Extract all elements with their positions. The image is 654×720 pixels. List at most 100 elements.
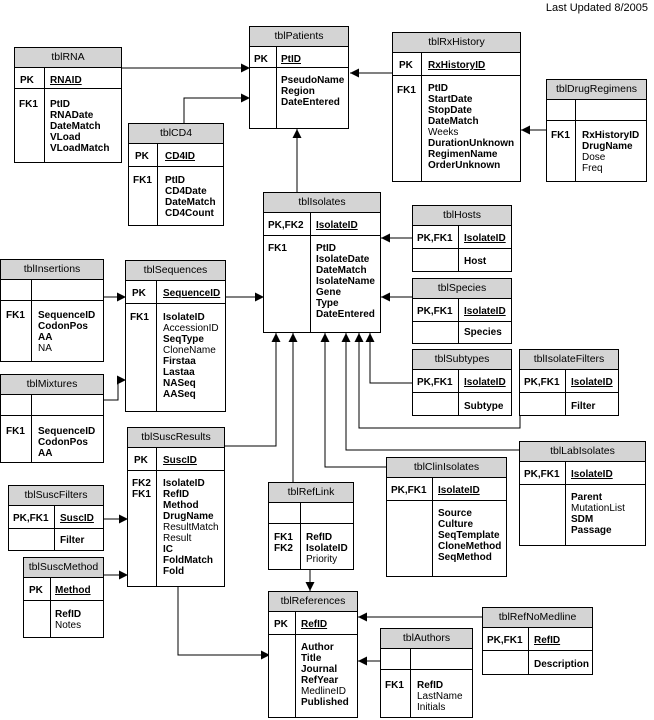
field-dateentered: DateEntered (281, 97, 340, 108)
table-title: tblSuscResults (128, 428, 224, 448)
field-culture: Culture (438, 519, 473, 530)
last-updated-label: Last Updated 8/2005 (545, 2, 648, 14)
key-section (269, 612, 357, 635)
pk-field: RxHistoryID (428, 60, 486, 71)
field-ptid: PtID (165, 175, 185, 186)
pk-tag: PK (134, 455, 148, 466)
pk-field: IsolateID (316, 220, 358, 231)
table-title: tblIsolates (264, 193, 380, 213)
pk-field: IsolateID (464, 377, 506, 388)
key-section (413, 226, 511, 249)
table-title: tblPatients (250, 27, 348, 47)
pk-tag: PK,FK1 (417, 377, 453, 388)
pk-field: RefID (534, 635, 561, 646)
field-mutationlist: MutationList (571, 503, 625, 514)
key-section (520, 370, 618, 393)
field-vloadmatch: VLoadMatch (50, 143, 110, 154)
field-type: Type (316, 298, 339, 309)
key-section (126, 281, 225, 304)
field-stopdate: StopDate (428, 105, 472, 116)
field-sequenceid: SequenceID (38, 426, 96, 437)
key-section (483, 628, 592, 651)
field-priority: Priority (306, 554, 338, 565)
key-section (413, 370, 511, 393)
pk-tag: PK,FK1 (417, 306, 453, 317)
field-isolatename: IsolateName (316, 276, 375, 287)
pk-tag: PK (254, 54, 268, 65)
field-source: Source (438, 508, 472, 519)
pk-field: SuscID (163, 455, 197, 466)
field-refid: RefID (163, 489, 190, 500)
field-filter: Filter (571, 401, 596, 412)
table-title: tblLabIsolates (520, 442, 645, 462)
field-ic: IC (163, 544, 173, 555)
pk-field: Method (55, 585, 91, 596)
field-seqtemplate: SeqTemplate (438, 530, 500, 541)
table-tblRefNoMedline: tblRefNoMedline PK,FK1 RefID Description (482, 607, 593, 675)
fk-tag: FK2 FK1 (132, 478, 151, 500)
table-title: tblRefLink (269, 483, 353, 503)
field-naseq: NASeq (163, 378, 196, 389)
field-region: Region (281, 86, 315, 97)
table-title: tblClinIsolates (387, 458, 506, 478)
pk-tag: PK (135, 151, 149, 162)
table-title: tblReferences (269, 592, 357, 612)
pk-tag: PK,FK1 (487, 635, 523, 646)
field-host: Host (464, 256, 487, 267)
field-rnadate: RNADate (50, 110, 94, 121)
field-ptid: PtID (428, 83, 448, 94)
pk-tag: PK,FK1 (524, 377, 560, 388)
table-tblSuscFilters: tblSuscFilters PK,FK1 SuscID Filter (8, 485, 104, 551)
rel-suscresults-references (177, 587, 270, 660)
table-title: tblCD4 (129, 124, 223, 144)
field-durationunknown: DurationUnknown (428, 138, 515, 149)
pk-tag: PK (274, 619, 288, 630)
field-datematch: DateMatch (428, 116, 479, 127)
fk-tag: FK1 (268, 243, 287, 254)
pk-tag: PK,FK1 (524, 469, 560, 480)
fk-tag: FK1 (19, 99, 38, 110)
pk-field: CD4ID (165, 151, 196, 162)
field-codonpos: CodonPos (38, 321, 88, 332)
field-aa: AA (38, 448, 53, 459)
key-section (15, 68, 121, 89)
field-list: Host (464, 256, 486, 267)
field-ptid: PtID (316, 243, 336, 254)
fk-tag: FK1 (6, 310, 25, 321)
pk-tag: PK,FK1 (391, 485, 427, 496)
field-drugname: DrugName (582, 141, 633, 152)
field-cd4count: CD4Count (165, 208, 214, 219)
field-result: Result (163, 533, 192, 544)
field-refid: RefID (306, 532, 333, 543)
field-author: Author (301, 642, 334, 653)
table-title: tblSuscMethod (24, 558, 103, 578)
pk-field: SequenceID (163, 288, 221, 299)
rel-mixtures-sequences (104, 375, 126, 401)
field-aa: AA (38, 332, 53, 343)
field-refid: RefID (55, 609, 82, 620)
pk-tag: PK (132, 288, 146, 299)
field-list: Subtype (464, 401, 503, 412)
field-clonename: CloneName (163, 345, 216, 356)
field-lastname: LastName (417, 691, 463, 702)
fk-tag: FK1 FK2 (274, 532, 293, 554)
fk-tag: FK1 (385, 680, 404, 691)
table-title: tblSpecies (413, 279, 511, 299)
field-cd4date: CD4Date (165, 186, 207, 197)
table-title: tblDrugRegimens (547, 80, 646, 100)
table-title: tblSubtypes (413, 350, 511, 370)
